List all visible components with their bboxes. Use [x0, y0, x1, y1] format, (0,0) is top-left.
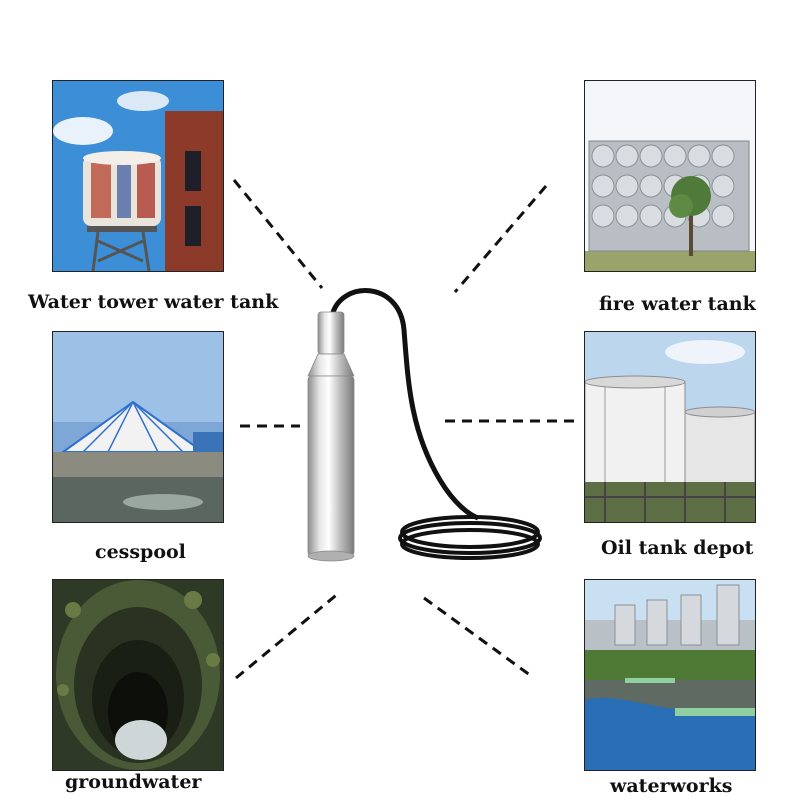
label-water-tower: Water tower water tank: [28, 291, 279, 313]
photo-water-tower: [52, 80, 224, 272]
photo-oil-depot: [584, 331, 756, 523]
connector-fire-tank: [453, 185, 548, 293]
photo-cesspool: [52, 331, 224, 523]
photo-waterworks: [584, 579, 756, 771]
photo-fire-tank: [584, 80, 756, 272]
photo-groundwater: [52, 579, 224, 771]
label-oil-depot: Oil tank depot: [601, 537, 754, 559]
connector-groundwater: [235, 590, 341, 680]
cable-coil: [398, 515, 542, 560]
label-groundwater: groundwater: [65, 771, 202, 793]
label-cesspool: cesspool: [95, 541, 186, 563]
connector-water-tower: [232, 179, 324, 289]
label-waterworks: waterworks: [610, 775, 733, 797]
connector-waterworks: [423, 596, 535, 680]
label-fire-tank: fire water tank: [599, 293, 756, 315]
